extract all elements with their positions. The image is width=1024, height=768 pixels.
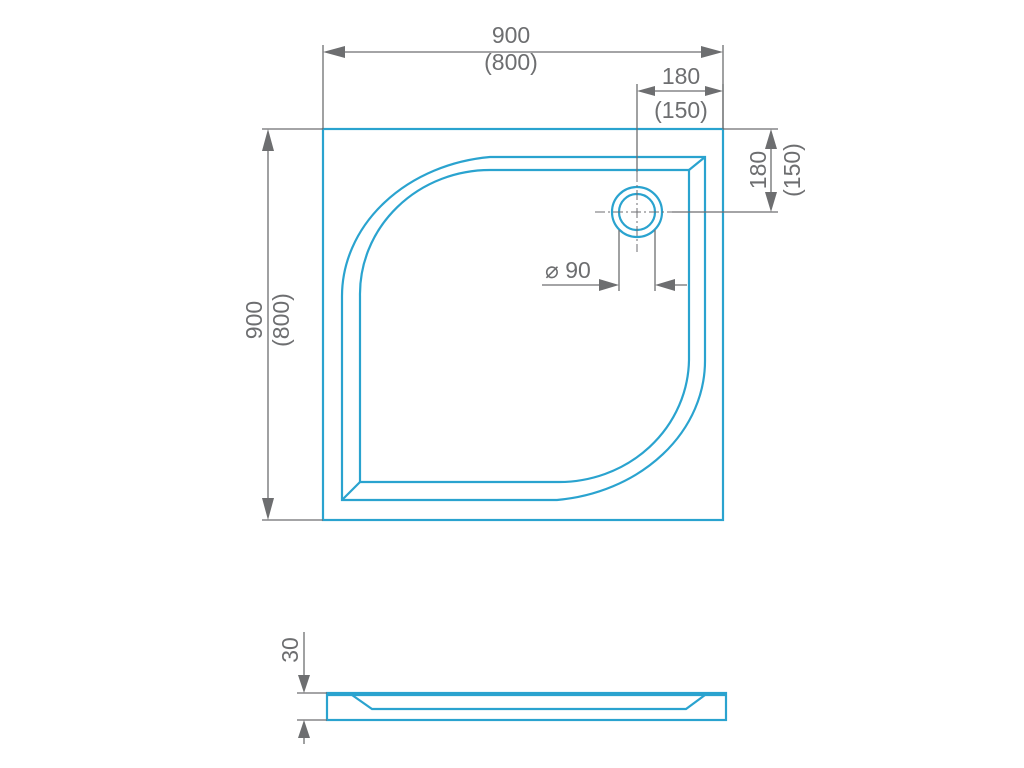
- tray-outer-outline: [321, 127, 725, 522]
- drain-diameter-dimension: ⌀ 90: [542, 230, 687, 291]
- drain-diameter-label: ⌀ 90: [545, 257, 591, 283]
- tray-side-basin-profile: [351, 694, 706, 711]
- drain-x-offset-label: 180: [662, 63, 700, 89]
- plan-view: [321, 127, 725, 522]
- drain-y-offset-alt-label: (150): [779, 143, 805, 197]
- side-height-dimension: 30: [277, 632, 327, 744]
- drain-y-offset-dimension: 180 (150): [672, 128, 805, 213]
- drain-y-offset-label: 180: [745, 151, 771, 189]
- width-alt-label: (800): [484, 49, 538, 75]
- side-view: [325, 691, 728, 722]
- drain-x-offset-alt-label: (150): [654, 97, 708, 123]
- tray-side-outline: [325, 691, 728, 722]
- tray-basin-inner-contour: [358, 168, 691, 484]
- rim-corner-bevel-bottom-left: [341, 481, 361, 501]
- height-dimension: 900 (800): [241, 128, 323, 521]
- width-label: 900: [492, 22, 530, 48]
- height-alt-label: (800): [268, 293, 294, 347]
- height-label: 900: [241, 301, 267, 339]
- drain-x-offset-dimension: 180 (150): [636, 63, 724, 172]
- width-dimension: 900 (800): [322, 22, 724, 129]
- rim-corner-bevel-top-right: [688, 156, 706, 171]
- side-height-label: 30: [277, 637, 303, 663]
